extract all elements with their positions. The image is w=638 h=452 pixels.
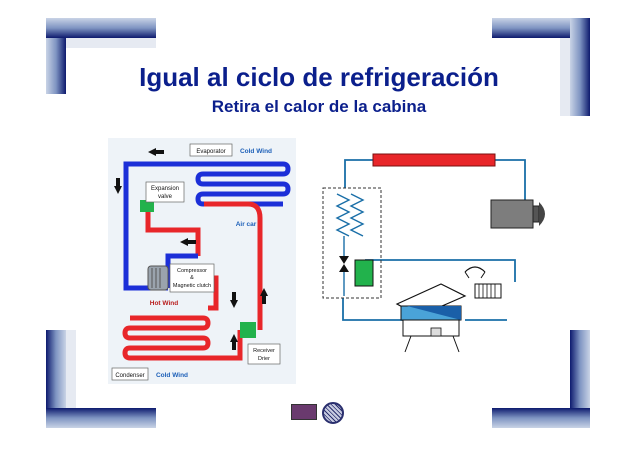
label-hotwind: Hot Wind: [150, 300, 178, 307]
label-expansion-valve: Expansion valve: [145, 181, 185, 203]
compressor-icon: [147, 265, 169, 291]
label-compressor: Compressor & Magnetic clutch: [169, 263, 215, 293]
high-pressure-line-c: [203, 330, 243, 361]
low-pressure-line: [123, 161, 203, 291]
label-evaporator: Evaporator: [189, 143, 233, 157]
receiver-drier-block: [240, 322, 256, 338]
compressor-assembly: [395, 283, 467, 353]
label-coldwind-bottom: Cold Wind: [156, 372, 188, 379]
evaporator-coil: [195, 161, 291, 207]
arrow-left-icon: [180, 238, 188, 246]
high-pressure-line-a: [145, 204, 201, 256]
svg-text:Condenser: Condenser: [115, 373, 144, 379]
condenser-coil: [122, 315, 211, 361]
svg-text:valve: valve: [158, 194, 173, 200]
blower-icon: [490, 199, 545, 229]
svg-text:Expansion: Expansion: [151, 186, 179, 192]
label-aircar: Air car: [236, 221, 257, 228]
svg-text:Evaporator: Evaporator: [196, 149, 225, 155]
ac-schematic-diagram: [322, 153, 545, 353]
svg-text:Drier: Drier: [258, 356, 270, 362]
refrigeration-cycle-diagram: Evaporator Cold Wind Expansion valve Air…: [108, 138, 296, 384]
slide-subtitle: Retira el calor de la cabina: [211, 97, 427, 116]
label-coldwind-top: Cold Wind: [240, 148, 272, 155]
evaporator-housing: [322, 187, 382, 299]
arrow-down-icon: [230, 300, 238, 308]
slide-title: Igual al ciclo de refrigeración: [139, 62, 499, 92]
frame-bottom-left: [46, 330, 156, 428]
frame-bottom-right: [492, 330, 590, 428]
high-pressure-line-d: [204, 201, 263, 330]
arrow-up-icon: [230, 334, 238, 342]
arrow-up-icon: [260, 288, 268, 296]
flow-arrows: [114, 148, 268, 350]
svg-text:&: &: [190, 275, 194, 281]
svg-text:Receiver: Receiver: [253, 348, 275, 354]
expansion-valve-block: [140, 200, 154, 212]
label-receiver-drier: Receiver Drier: [247, 343, 281, 365]
receiver-block: [354, 259, 374, 287]
pulley-icon: [464, 266, 502, 299]
arrow-left-icon: [148, 148, 156, 156]
evaporator-zigzag: [335, 193, 365, 237]
footer-logo-left: [291, 404, 317, 420]
frame-top-left: [46, 18, 156, 94]
svg-text:Magnetic clutch: Magnetic clutch: [173, 283, 211, 289]
diagram-panel: [108, 138, 296, 384]
condenser-bar: [372, 153, 496, 167]
label-condenser: Condenser: [111, 367, 149, 381]
expansion-valve-icon: [339, 256, 349, 272]
arrow-down-icon: [114, 186, 122, 194]
frame-top-right: [492, 18, 590, 116]
svg-text:Compressor: Compressor: [177, 268, 207, 274]
footer-logo-right: [322, 402, 344, 424]
